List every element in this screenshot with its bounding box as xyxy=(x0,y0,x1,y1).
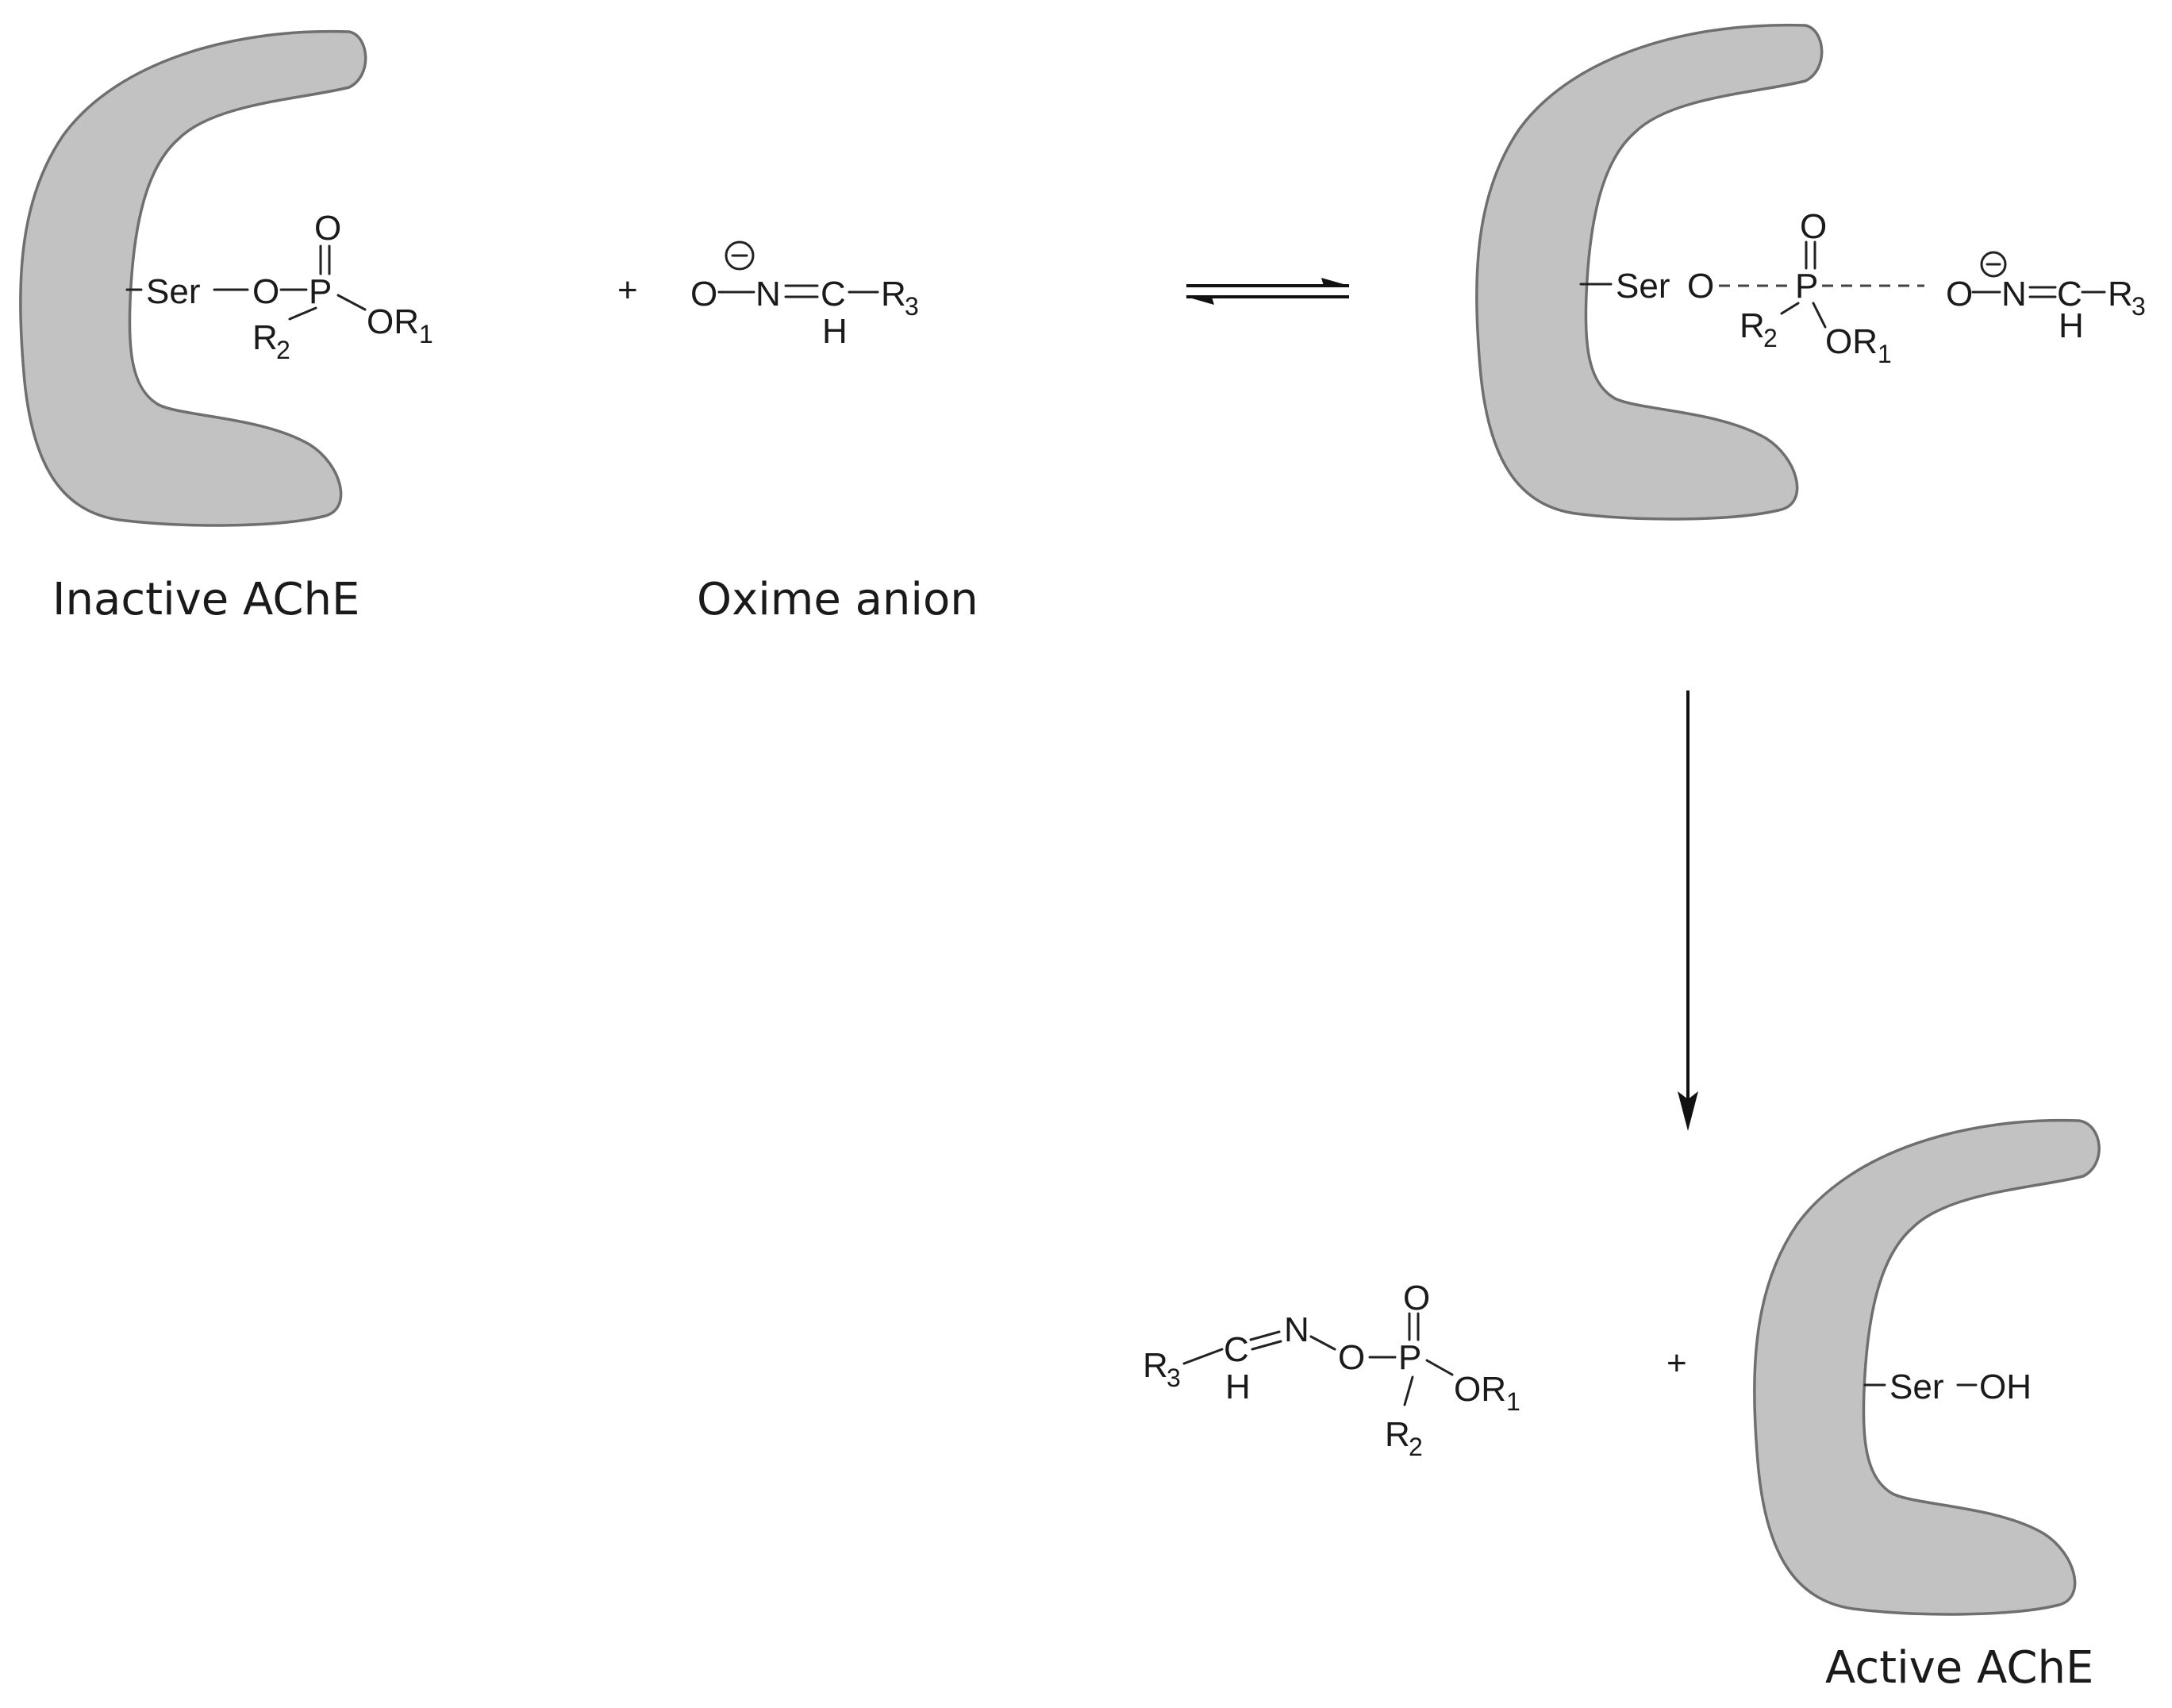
atom-p: P xyxy=(309,272,332,311)
atom-ser: Ser xyxy=(146,272,200,311)
active-ache-molecule: Ser OH xyxy=(1863,1368,2032,1406)
enzyme-inactive xyxy=(19,29,367,527)
atom-o-oxime: O xyxy=(690,275,717,314)
negative-charge-icon xyxy=(725,240,755,271)
atom-c-complex: C xyxy=(2057,275,2082,314)
plus-sign-1: + xyxy=(617,271,638,310)
svg-text:1: 1 xyxy=(1506,1387,1520,1416)
atom-p-complex: P xyxy=(1795,267,1818,306)
equilibrium-arrow-icon xyxy=(1186,278,1349,305)
atom-o-complex: O xyxy=(1687,267,1714,306)
atom-o-double-product: O xyxy=(1403,1279,1430,1318)
svg-text:3: 3 xyxy=(2132,292,2146,321)
atom-r3-complex: R xyxy=(2108,275,2133,314)
atom-h: H xyxy=(822,312,848,351)
svg-text:2: 2 xyxy=(1409,1433,1423,1461)
atom-ser-active: Ser xyxy=(1889,1368,1943,1406)
atom-c: C xyxy=(821,275,846,314)
svg-text:1: 1 xyxy=(419,320,433,348)
caption-inactive-ache: Inactive AChE xyxy=(52,574,359,625)
oxime-anion-molecule: O N C H R 3 xyxy=(690,240,919,351)
atom-o-oxime-complex: O xyxy=(1946,275,1973,314)
atom-o-double: O xyxy=(314,209,341,248)
atom-ser-complex: Ser xyxy=(1616,267,1670,306)
negative-charge-icon-complex xyxy=(1980,251,2007,278)
atom-n: N xyxy=(755,275,781,314)
atom-c-product: C xyxy=(1224,1330,1249,1369)
intermediate-complex-molecule: Ser O P O OR 1 R 2 O N C H R 3 xyxy=(1579,207,2146,368)
reaction-arrow-down-icon xyxy=(1678,691,1698,1131)
svg-text:2: 2 xyxy=(1763,324,1778,352)
phosphylated-oxime-molecule: R 3 C H N O P O OR 1 R 2 xyxy=(1143,1279,1520,1461)
atom-r2-product: R xyxy=(1385,1415,1410,1454)
atom-o: O xyxy=(252,272,279,311)
inactive-ache-molecule: Ser O P O OR 1 R 2 xyxy=(125,209,433,364)
atom-n-product: N xyxy=(1284,1310,1309,1349)
caption-oxime-anion: Oxime anion xyxy=(697,574,978,625)
atom-o-product: O xyxy=(1338,1338,1365,1377)
atom-n-complex: N xyxy=(2001,275,2027,314)
atom-or1: OR xyxy=(367,302,419,341)
svg-text:3: 3 xyxy=(1167,1364,1181,1392)
atom-o-double-complex: O xyxy=(1800,207,1827,246)
atom-r2-complex: R xyxy=(1740,306,1765,345)
atom-or1-complex: OR xyxy=(1825,322,1878,361)
atom-r2: R xyxy=(252,318,278,357)
svg-text:2: 2 xyxy=(276,336,290,364)
atom-oh-active: OH xyxy=(1979,1368,2032,1406)
svg-text:3: 3 xyxy=(905,292,919,321)
atom-r3: R xyxy=(881,275,906,314)
svg-text:1: 1 xyxy=(1878,340,1892,368)
atom-p-product: P xyxy=(1398,1338,1421,1377)
enzyme-active xyxy=(1753,1118,2101,1616)
plus-sign-2: + xyxy=(1666,1344,1687,1383)
atom-h-product: H xyxy=(1225,1368,1251,1406)
caption-active-ache: Active AChE xyxy=(1825,1642,2093,1694)
enzyme-intermediate xyxy=(1475,23,1824,521)
atom-or1-product: OR xyxy=(1454,1370,1506,1409)
atom-r3-product: R xyxy=(1143,1346,1168,1385)
atom-h-complex: H xyxy=(2059,306,2084,345)
